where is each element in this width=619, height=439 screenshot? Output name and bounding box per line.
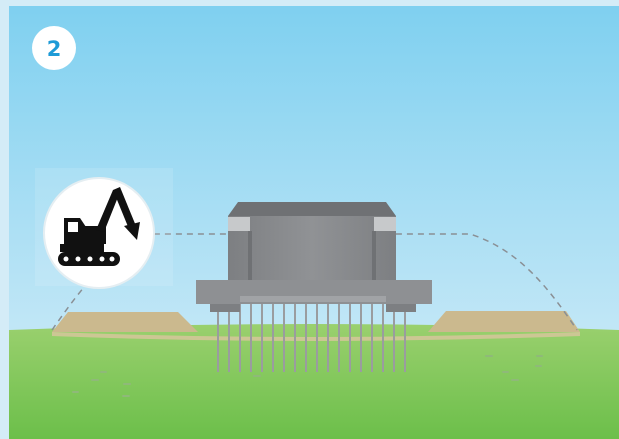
step-number: 2 — [47, 37, 62, 61]
soil-embankment-right — [428, 311, 580, 332]
step-badge: 2 — [32, 26, 76, 70]
excavator-icon — [35, 168, 173, 289]
foundation-piles — [217, 300, 406, 372]
lock-structure — [196, 202, 432, 312]
excavation-reach-arc — [51, 233, 578, 331]
soil-embankment-left — [52, 312, 198, 332]
ground-marks — [72, 355, 543, 397]
soil-base — [52, 332, 580, 341]
grass-ground — [9, 324, 619, 439]
